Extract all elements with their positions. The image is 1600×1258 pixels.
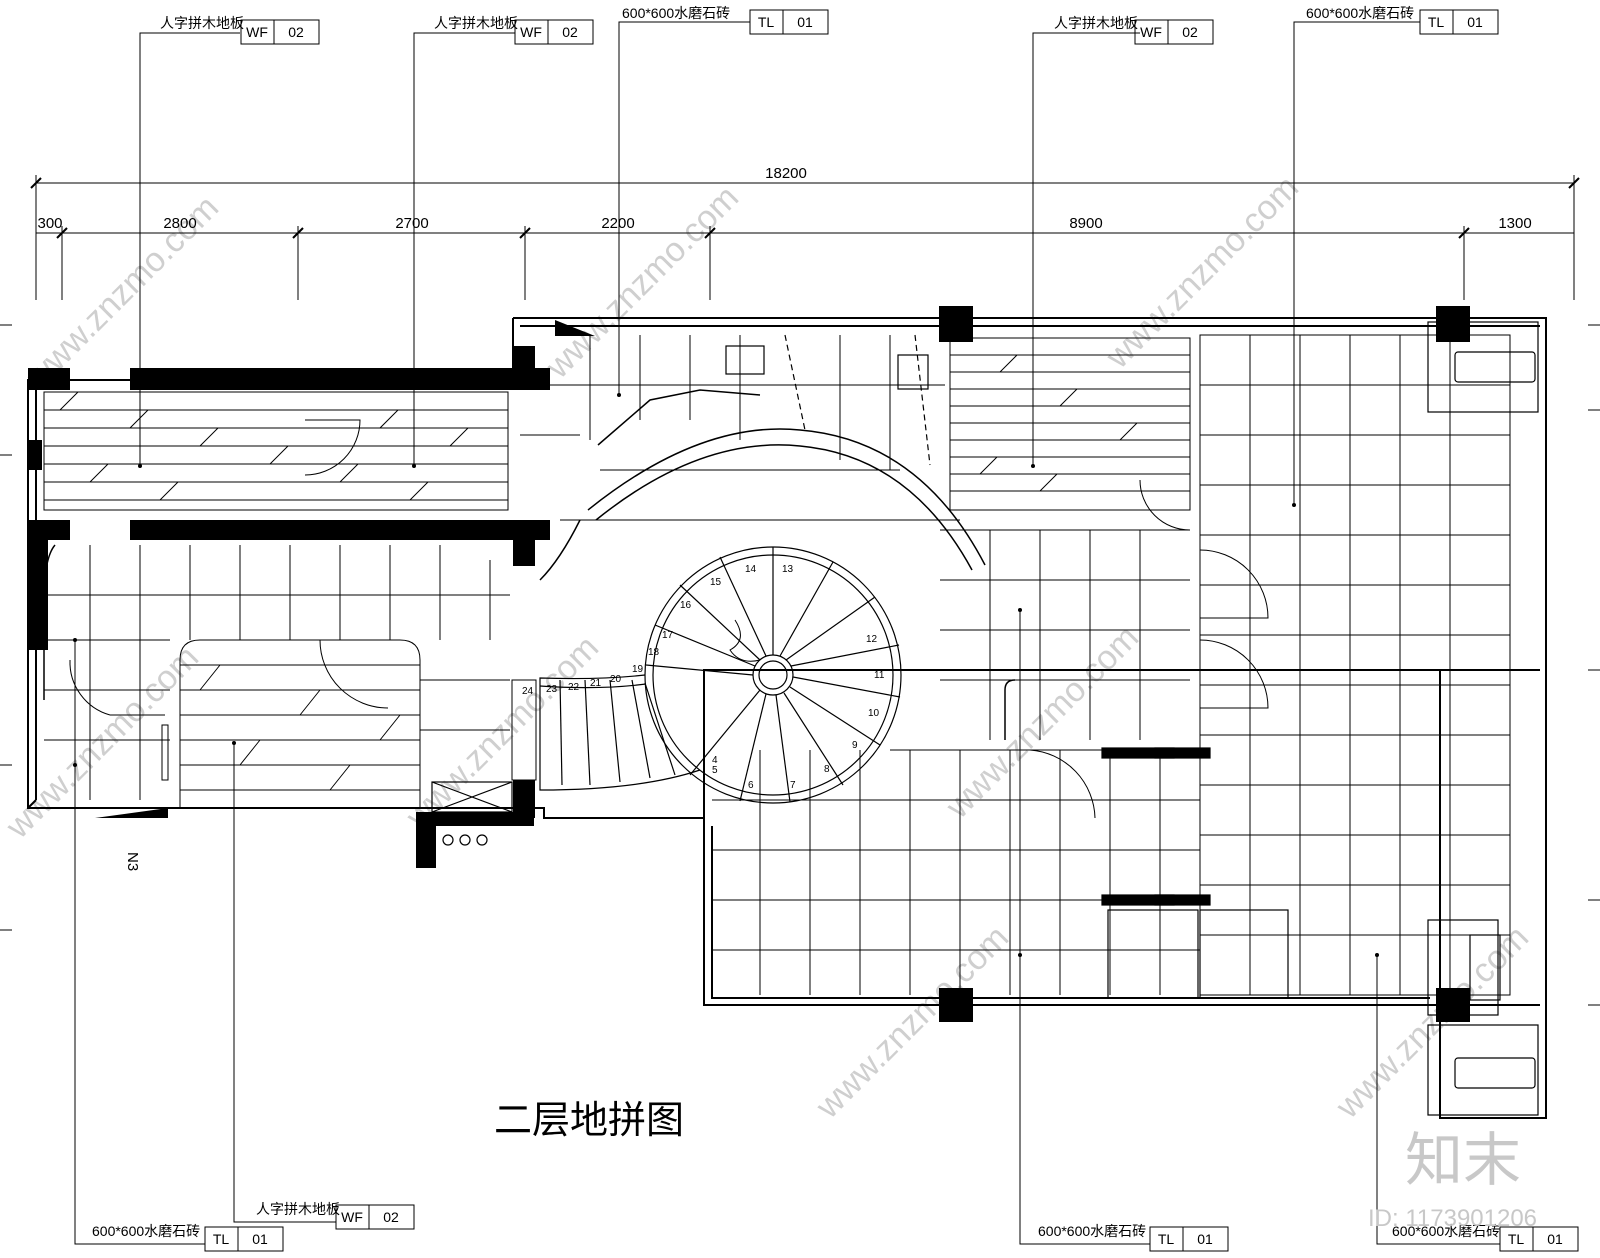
watermark-text: www.znzmo.com [1098,168,1306,376]
material-tag-code: TL [1428,14,1445,30]
floor-tile-grid [44,334,1511,996]
stair-step-number: 11 [874,670,885,681]
stair-step-number: 16 [680,600,692,611]
watermark-text: www.znzmo.com [538,178,746,386]
material-tag-label: 600*600水磨石砖 [1392,1223,1500,1239]
material-tag-number: 02 [288,24,304,40]
spiral-stair [511,546,902,804]
stair-step-number: 20 [610,674,622,685]
stair-step-number: 6 [748,780,754,791]
wood-floor-areas [43,337,1191,808]
stair-step-number: 9 [852,740,858,751]
stair-numbers: 4 5 6 7 8 9 10 11 12 13 14 15 16 17 18 1… [522,564,885,791]
tile-grid-left [44,545,510,800]
dimension-labels: 18200 300 2800 2700 2200 8900 1300 [37,165,1531,232]
stair-step-number: 8 [824,764,830,775]
stair-step-number: 24 [522,686,534,697]
material-tag-label: 600*600水磨石砖 [622,5,730,21]
doors [69,419,1269,819]
segment-dimension: 8900 [1069,215,1102,232]
material-tag-label: 600*600水磨石砖 [1038,1223,1146,1239]
leader-dots [73,393,1379,957]
tile-grid-center [520,335,1190,740]
material-tag-code: WF [1140,24,1162,40]
material-tag-number: 01 [1547,1231,1563,1247]
dimension-lines [0,175,1600,1006]
stair-step-number: 18 [648,647,660,658]
material-tag: 600*600水磨石砖 TL 01 [1038,1223,1229,1252]
watermark-text: www.znzmo.com [398,628,606,836]
material-tag-label: 人字拼木地板 [434,15,518,31]
material-tag-label: 人字拼木地板 [256,1201,340,1217]
watermark-text: www.znzmo.com [938,618,1146,826]
stair-step-number: 7 [790,780,796,791]
material-tag-number: 01 [252,1231,268,1247]
stair-step-number: 10 [868,708,880,719]
segment-dimension: 300 [37,215,62,232]
material-tag-code: WF [246,24,268,40]
material-tag-code: TL [1508,1231,1525,1247]
stair-step-number: 17 [662,630,674,641]
segment-dimension: 1300 [1498,215,1531,232]
material-tag-code: TL [1158,1231,1175,1247]
material-tag: 600*600水磨石砖 TL 01 [1306,5,1499,35]
stair-step-number: 14 [745,564,757,575]
brand-watermark: 知末 [1405,1126,1521,1194]
material-tag-number: 01 [1467,14,1483,30]
material-tag-number: 01 [1197,1231,1213,1247]
stair-step-number: 21 [590,678,602,689]
watermark-text: www.znzmo.com [0,638,206,846]
leader-lines [74,21,1500,1245]
material-tag-code: WF [341,1209,363,1225]
tile-grid-right [1199,334,1511,996]
material-tag-number: 01 [797,14,813,30]
watermark-layer: www.znzmo.com www.znzmo.com www.znzmo.co… [0,168,1536,1126]
material-tag-code: TL [758,14,775,30]
material-tag: 人字拼木地板 WF 02 [160,15,320,45]
stair-step-number: 13 [782,564,794,575]
overall-dimension: 18200 [765,165,807,182]
stair-step-number: 15 [710,577,722,588]
material-tag-label: 人字拼木地板 [1054,15,1138,31]
material-tag: 600*600水磨石砖 TL 01 [1392,1223,1579,1252]
segment-dimension: 2800 [163,215,196,232]
material-tag-code: WF [520,24,542,40]
material-tag-label: 人字拼木地板 [160,15,244,31]
stair-step-number: 4 [712,755,718,766]
curved-walls [42,389,1016,740]
lower-wing-walls [703,818,1540,1006]
material-tag: 人字拼木地板 WF 02 [434,15,594,45]
material-tag-code: TL [213,1231,230,1247]
material-tag: 人字拼木地板 WF 02 [256,1201,415,1230]
solid-walls [28,306,1470,1022]
watermark-text: www.znzmo.com [1328,918,1536,1126]
material-tag: 600*600水磨石砖 TL 01 [622,5,829,35]
stair-step-number: 19 [632,664,644,675]
stair-step-number: 5 [712,765,718,776]
drawing-title: 二层地拼图 [494,1100,684,1142]
material-tag: 600*600水磨石砖 TL 01 [92,1223,284,1252]
stair-step-number: 22 [568,682,580,693]
id-watermark: ID: 1173901206 [1368,1205,1537,1232]
section-mark: N3 [124,852,141,871]
material-tag-number: 02 [383,1209,399,1225]
material-tag-number: 02 [1182,24,1198,40]
material-tag-number: 02 [562,24,578,40]
fixtures [431,321,1539,1116]
material-tag-label: 600*600水磨石砖 [1306,5,1414,21]
material-tag: 人字拼木地板 WF 02 [1054,15,1214,45]
stair-step-number: 23 [546,684,558,695]
stair-step-number: 12 [866,634,878,645]
segment-dimension: 2700 [395,215,428,232]
stair-treads [559,547,901,803]
material-tag-label: 600*600水磨石砖 [92,1223,200,1239]
segment-dimension: 2200 [601,215,634,232]
